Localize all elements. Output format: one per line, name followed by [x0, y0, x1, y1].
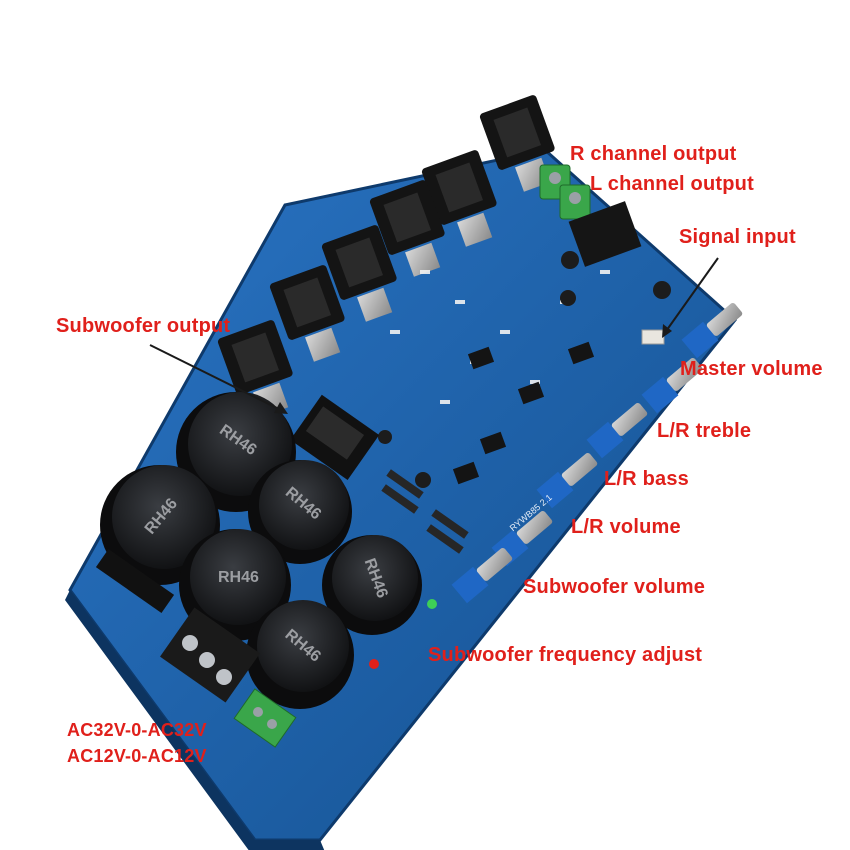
master-volume-label: Master volume [680, 358, 823, 380]
power-transistors [217, 95, 555, 417]
subwoofer-volume-label: Subwoofer volume [523, 576, 706, 598]
subwoofer-frequency-adjust-label: Subwoofer frequency adjust [428, 644, 703, 666]
lr-treble-label: L/R treble [657, 420, 752, 442]
signal-input-label: Signal input [679, 226, 796, 248]
signal-input-connector [641, 329, 665, 345]
capacitor-marking: RH46 [218, 569, 259, 586]
power-ac12-label: AC12V-0-AC12V [67, 746, 207, 766]
power-ac32-label: AC32V-0-AC32V [67, 720, 207, 740]
subwoofer-output-arrowhead [274, 402, 288, 414]
subwoofer-output-label: Subwoofer output [56, 315, 231, 337]
power-terminal-green [233, 688, 297, 748]
relay [568, 201, 642, 267]
ic-chips [452, 341, 595, 485]
r-channel-output-label: R channel output [570, 143, 737, 165]
output-terminals [539, 164, 591, 220]
signal-input-arrow [663, 257, 719, 335]
l-channel-output-label: L channel output [590, 173, 754, 195]
subwoofer-amp-ic [290, 394, 380, 481]
signal-input-arrowhead [662, 324, 672, 338]
subwoofer-output-arrow [149, 344, 286, 413]
led-red [369, 659, 379, 669]
driver-heatsinks [381, 469, 469, 554]
led-green [427, 599, 437, 609]
potentiometers [451, 302, 743, 604]
lr-volume-label: L/R volume [571, 516, 681, 538]
bridge-rectifier [95, 549, 175, 613]
lr-bass-label: L/R bass [604, 468, 689, 490]
filter-capacitors [100, 392, 422, 709]
electrolytic-caps-small [378, 251, 671, 488]
power-terminal-block [160, 607, 260, 703]
